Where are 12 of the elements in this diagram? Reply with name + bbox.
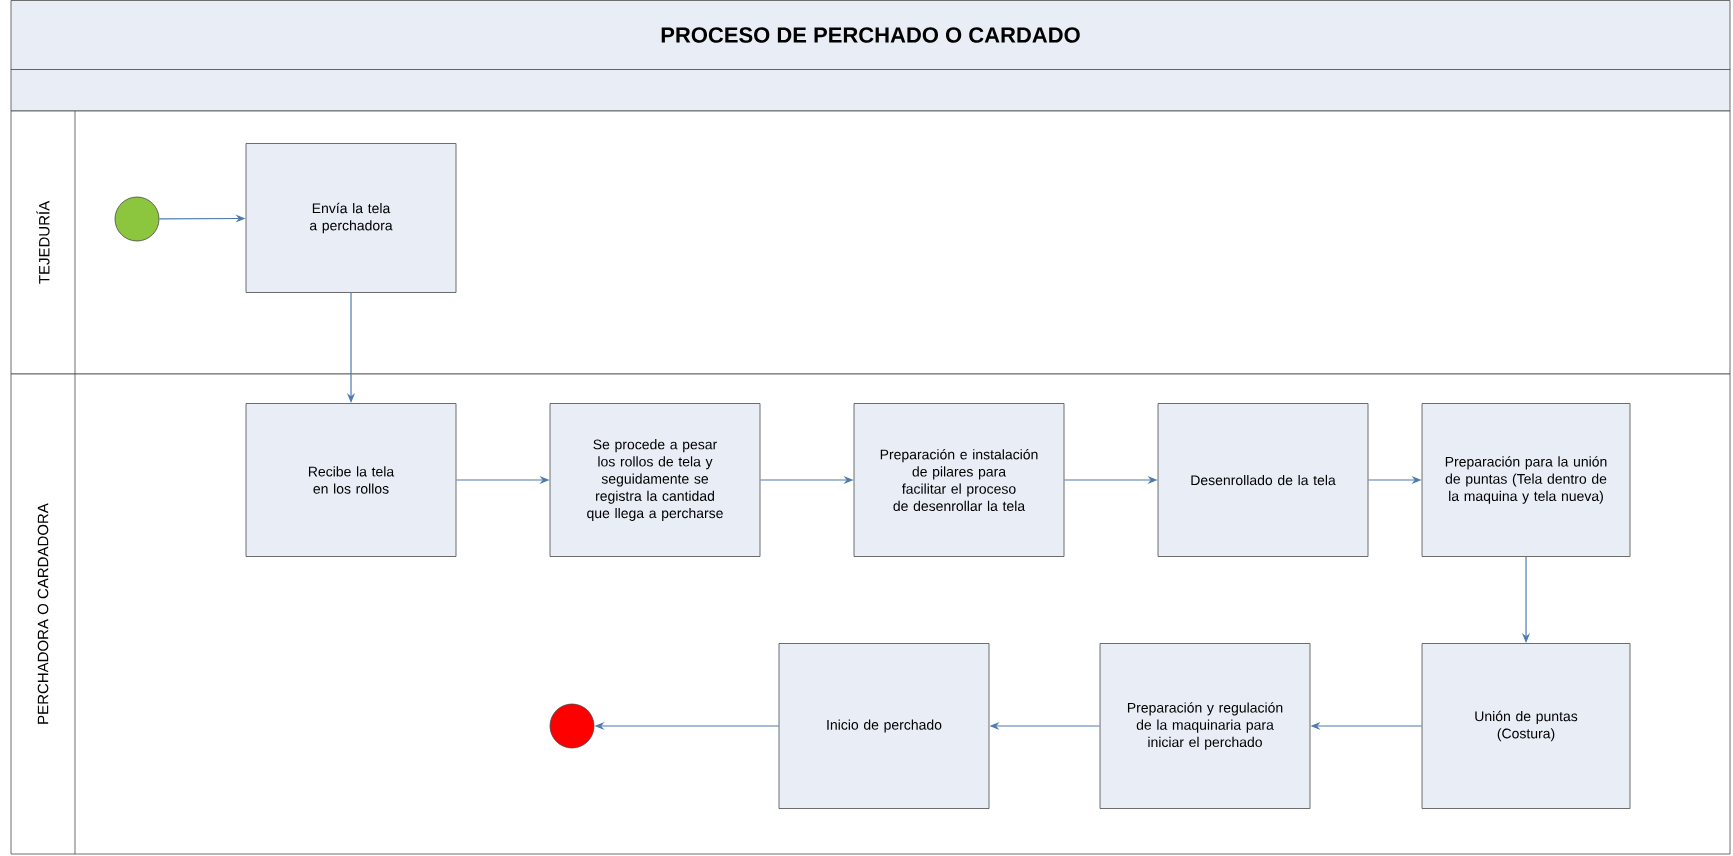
process-box: Preparación e instalación de pilares para facilitar el proceso de desenrollar la tela	[853, 403, 1065, 557]
process-box: Inicio de perchado	[778, 643, 990, 809]
event-circle	[114, 196, 160, 242]
process-box: Envía la tela a perchadora	[245, 143, 457, 293]
process-box: Desenrollado de la tela	[1157, 403, 1369, 557]
process-box: Preparación para la unión de puntas (Tela dentro de la maquina y tela nueva)	[1421, 403, 1631, 557]
title-band: PROCESO DE PERCHADO O CARDADO	[10, 0, 1731, 112]
process-box: Preparación y regulación de la maquinaria para iniciar el perchado	[1099, 643, 1311, 809]
event-circle	[549, 703, 595, 749]
process-box: Se procede a pesar los rollos de tela y seguidamente se registra la cantidad que llega a percharse	[549, 403, 761, 557]
process-box: Unión de puntas (Costura)	[1421, 643, 1631, 809]
process-box: Recibe la tela en los rollos	[245, 403, 457, 557]
